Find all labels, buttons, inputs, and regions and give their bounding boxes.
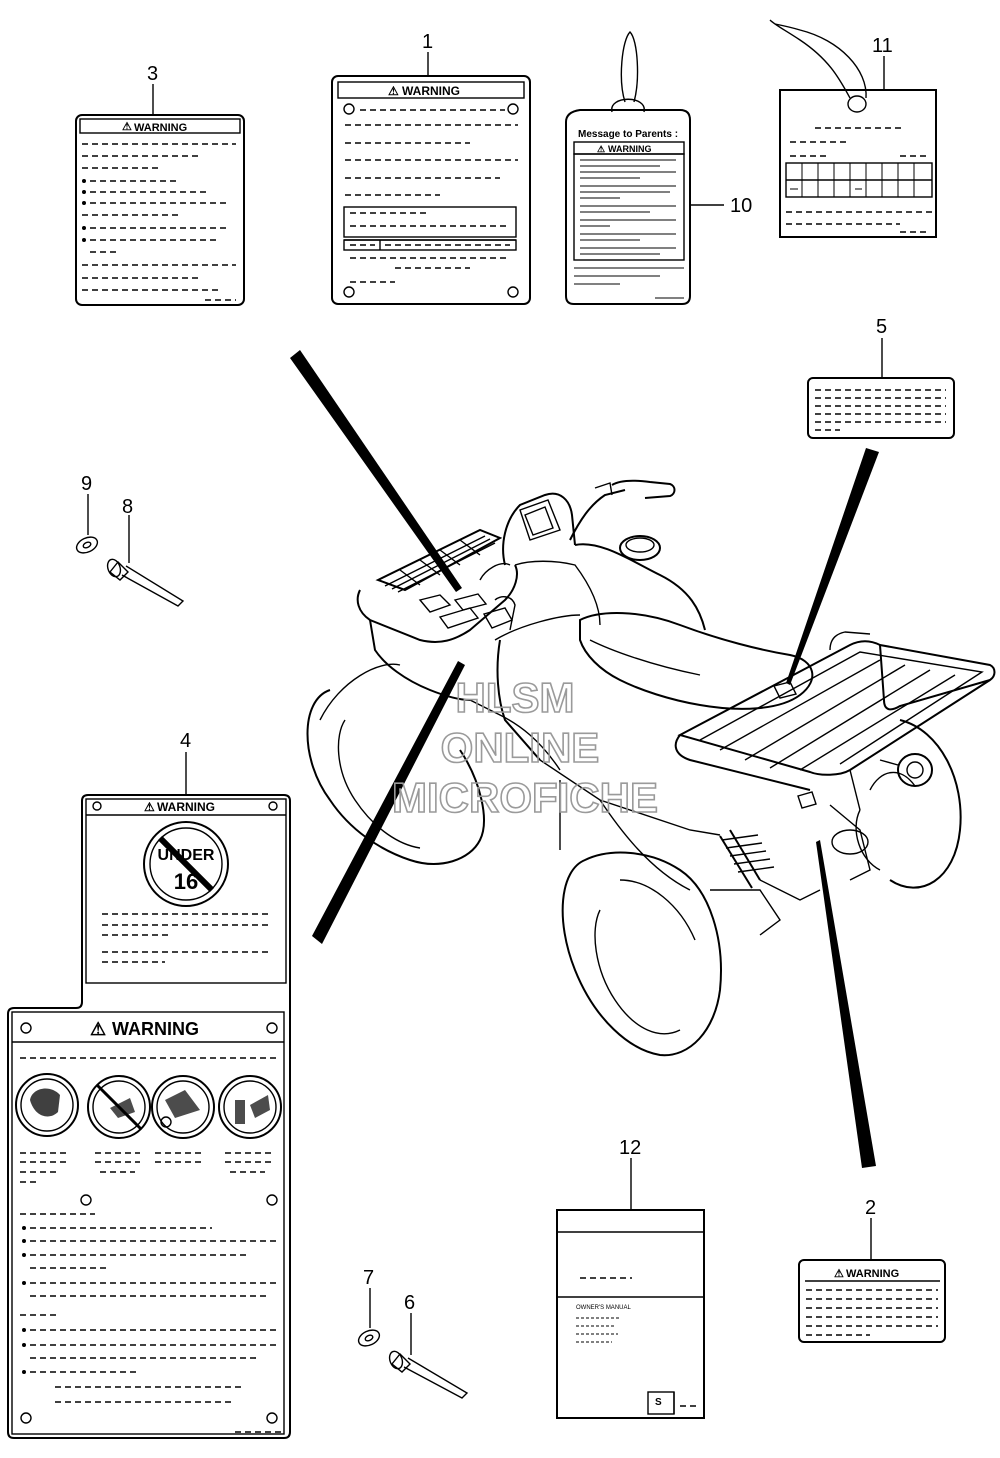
part-4-main-warning-text: WARNING [112, 1019, 199, 1039]
part-4-top-warning-text: WARNING [157, 800, 215, 814]
part-9-washer[interactable] [74, 534, 100, 556]
part-11-tag[interactable] [769, 19, 937, 238]
callout-3: 3 [147, 63, 158, 85]
callout-11: 11 [872, 35, 893, 57]
watermark-line-3: MICROFICHE [392, 774, 658, 821]
part-4-big-warning-label[interactable]: ⚠ WARNING UNDER 16 ⚠ WARNING [7, 794, 291, 1439]
callout-9: 9 [81, 473, 92, 495]
part-2-warning-label[interactable]: ⚠ WARNING [798, 1259, 946, 1343]
part-2-warning-text: WARNING [846, 1268, 899, 1280]
callout-8: 8 [122, 496, 133, 518]
warning-triangle-icon: ⚠ [122, 121, 132, 133]
part-5-label[interactable] [807, 377, 955, 439]
callout-7: 7 [363, 1267, 374, 1289]
part-3-warning-text: WARNING [134, 122, 187, 134]
leader-pointers [290, 350, 879, 1168]
part-8-rivet[interactable] [105, 557, 185, 607]
part-1-warning-text: WARNING [402, 84, 460, 98]
under-text: UNDER [158, 847, 215, 864]
part-10-parents-hang-tag[interactable]: Message to Parents : ⚠ WARNING [565, 31, 691, 305]
atv-vehicle-drawing [306, 479, 996, 1057]
part-12-owners-manual[interactable]: OWNER'S MANUAL S [556, 1209, 705, 1419]
warning-triangle-icon: ⚠ [388, 84, 399, 98]
callout-6: 6 [404, 1292, 415, 1314]
callout-4: 4 [180, 730, 191, 752]
no-road-riding-prohibition-icon [151, 1075, 215, 1139]
watermark: HLSM ONLINE MICROFICHE [391, 673, 659, 822]
message-to-parents-text: Message to Parents : [578, 129, 678, 140]
no-passenger-prohibition-icon [87, 1075, 151, 1139]
part-10-warning-text: WARNING [608, 144, 652, 154]
watermark-line-2: ONLINE [441, 724, 600, 771]
under-16-prohibition-icon: UNDER 16 [143, 821, 229, 907]
owners-manual-text: OWNER'S MANUAL [576, 1305, 631, 1311]
part-6-rivet[interactable] [387, 1349, 469, 1399]
part-1-warning-label[interactable]: ⚠ WARNING [331, 75, 531, 305]
suzuki-logo-icon: S [655, 1397, 662, 1408]
warning-triangle-icon: ⚠ [144, 800, 155, 814]
part-3-warning-label[interactable]: ⚠ WARNING [75, 114, 245, 306]
callout-2: 2 [865, 1197, 876, 1219]
no-helmet-prohibition-icon [15, 1073, 79, 1137]
callout-10: 10 [730, 195, 752, 217]
callout-5: 5 [876, 316, 887, 338]
part-7-washer[interactable] [356, 1327, 382, 1349]
watermark-line-1: HLSM [456, 674, 575, 721]
callout-1: 1 [422, 31, 433, 53]
warning-triangle-icon: ⚠ [90, 1019, 106, 1039]
warning-triangle-icon: ⚠ [597, 144, 605, 154]
age-16-text: 16 [174, 869, 198, 894]
callout-12: 12 [619, 1137, 641, 1159]
warning-triangle-icon: ⚠ [834, 1268, 844, 1280]
no-alcohol-prohibition-icon [218, 1075, 282, 1139]
